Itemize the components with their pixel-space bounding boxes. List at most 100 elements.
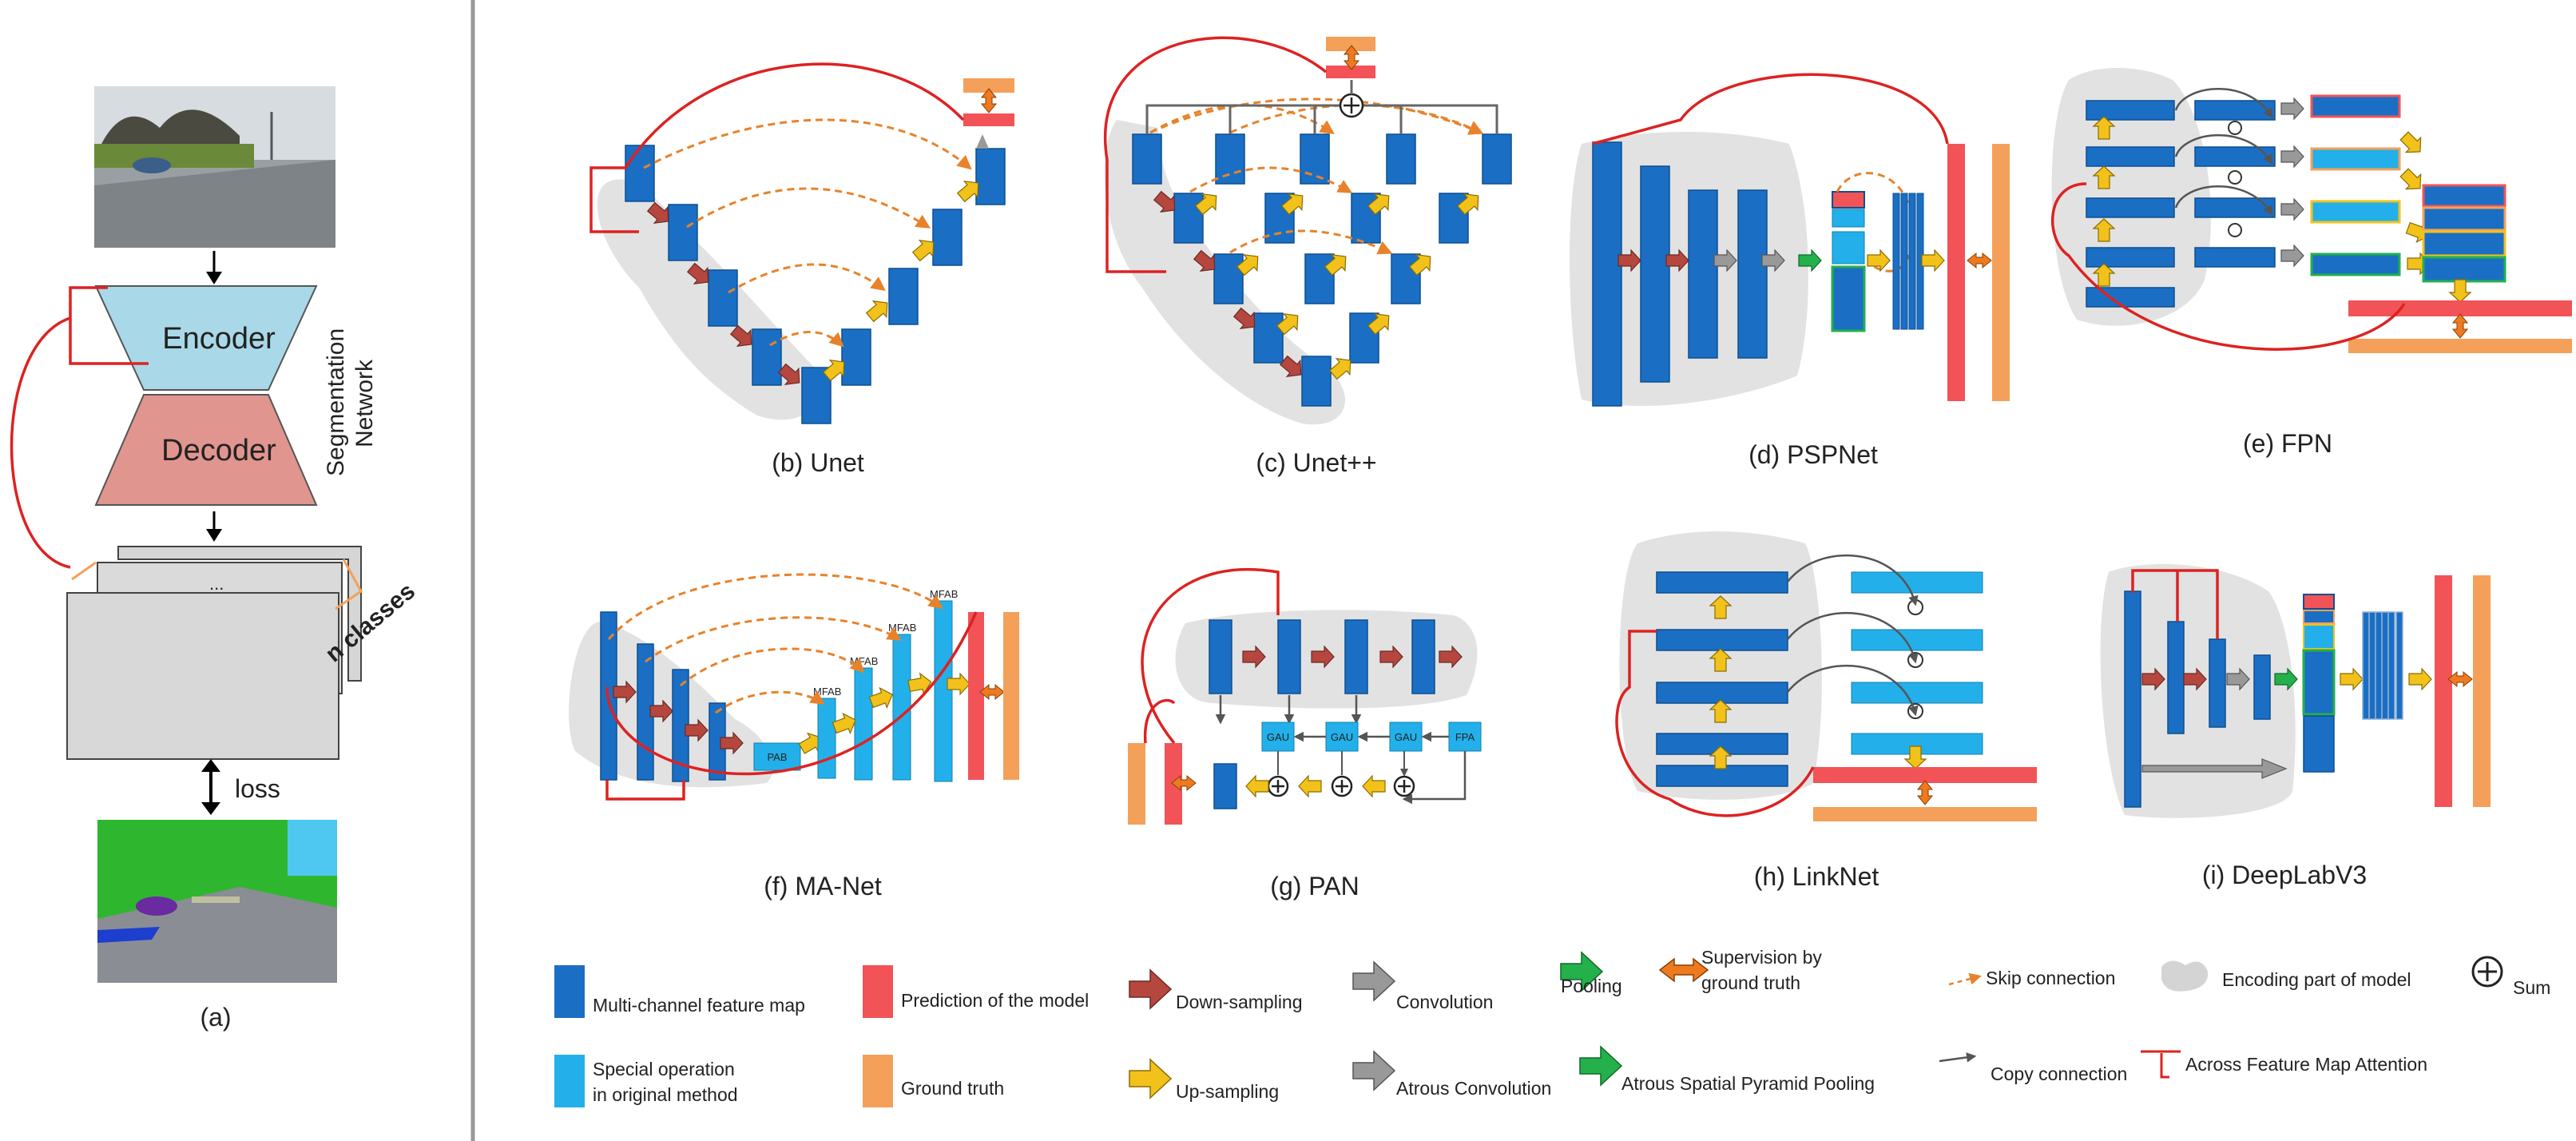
attention-connection (605, 611, 978, 776)
legend-copy: Copy connection (1991, 1063, 2127, 1084)
skip-connection (607, 573, 943, 640)
legend-up-sampling: Up-sampling (1176, 1081, 1279, 1102)
convolution-arrow (1713, 248, 1737, 272)
down-sampling-arrow (720, 731, 744, 755)
legend-encoding: Encoding part of model (2222, 969, 2411, 990)
down-sampling-arrow (2141, 667, 2165, 691)
feature-map (1277, 619, 1301, 694)
attention-connection (2131, 569, 2219, 639)
up-sampling-arrow-shape (1236, 253, 1259, 276)
module-label: MFAB (813, 686, 841, 698)
up-sampling-arrow-shape (907, 672, 932, 696)
feature-map (2086, 247, 2175, 268)
supervision-arrow-shape (2451, 313, 2469, 339)
down-sampling-arrow (649, 699, 673, 723)
sum-icon (2228, 223, 2242, 237)
feature-map (1688, 189, 1718, 359)
up-sampling-arrow (1280, 193, 1304, 216)
supervision-arrow (980, 88, 998, 113)
feature-map (1656, 682, 1788, 704)
aspp-branch (2303, 594, 2335, 610)
feature-map (2194, 146, 2276, 167)
down-sampling-arrow (1617, 248, 1641, 272)
skip-connection (643, 118, 972, 170)
pyramid-feature (2310, 147, 2401, 171)
class-map-back (117, 546, 362, 682)
up-sampling-arrow (2092, 218, 2116, 242)
feature-map (2124, 590, 2141, 808)
conv-up (976, 134, 989, 149)
pyramid-feature (2310, 94, 2401, 118)
up-sampling-arrow (1709, 595, 1733, 619)
skip-connection (715, 690, 825, 714)
special-operation (1832, 209, 1865, 228)
up-sampling-arrow (956, 180, 979, 203)
up-sampling-arrow-shape (2092, 218, 2116, 242)
feature-map (752, 328, 782, 386)
up-sampling-arrow-shape (2092, 263, 2116, 287)
special-operation (1851, 571, 1983, 594)
sum-icon (2228, 170, 2242, 185)
copy-connection (2174, 185, 2273, 217)
aspp-branch (2303, 610, 2335, 624)
feature-map (1737, 189, 1768, 359)
down-sampling-arrow (1242, 645, 1266, 669)
up-sampling-arrow-shape (2448, 279, 2472, 303)
convolution-arrow-shape (2280, 145, 2304, 169)
merged-feature (2422, 206, 2507, 232)
legend-aspp-arrow-icon (1579, 1045, 1623, 1087)
legend-down-arrow-icon (1129, 968, 1173, 1010)
ground-truth (1813, 807, 2037, 821)
feature-map (1132, 133, 1162, 185)
up-sampling-arrow-shape (822, 359, 845, 382)
down-sampling-arrow-shape (685, 718, 708, 742)
encoding-region (2100, 564, 2296, 818)
supervision-arrow-shape (2447, 670, 2473, 688)
pooling-arrow (2274, 667, 2298, 691)
up-sampling-arrow (1367, 312, 1390, 336)
special-operation (854, 667, 873, 781)
legend-atrous-conv: Atrous Convolution (1396, 1078, 1551, 1099)
up-sampling-arrow (1709, 648, 1733, 672)
feature-map (2167, 621, 2185, 734)
up-sampling-arrow (1276, 312, 1299, 336)
legend-supervision-2: ground truth (1701, 972, 1800, 993)
legend-down-sampling: Down-sampling (1176, 992, 1303, 1012)
up-sampling-arrow-shape (1328, 357, 1352, 380)
legend-prediction-swatch (863, 965, 893, 1018)
convolution-arrow-shape (2226, 667, 2250, 691)
feature-map (932, 209, 963, 266)
up-sampling-arrow-shape (1867, 248, 1891, 272)
legend-pooling-arrow-icon (1560, 951, 1604, 992)
copy-connection (1787, 664, 1919, 717)
up-sampling-arrow (2399, 168, 2422, 190)
feature-map (1592, 141, 1622, 407)
concat-slice (1900, 193, 1908, 330)
caption-linknet: (h) LinkNet (1754, 862, 1879, 891)
legend-conv-arrow-icon (1352, 960, 1396, 1002)
up-sampling-arrow (1903, 745, 1927, 769)
supervision-arrow (2447, 670, 2473, 688)
feature-map (2194, 100, 2276, 121)
feature-map (1213, 763, 1237, 809)
convolution-arrow-shape (1713, 248, 1737, 272)
up-sampling-arrow-shape (1903, 745, 1927, 769)
feature-map (1640, 165, 1670, 383)
special-operation (753, 742, 801, 771)
feature-map (2209, 638, 2226, 728)
prediction (1813, 767, 2037, 783)
sum-bus (1145, 104, 1498, 134)
up-sampling-arrow (2092, 165, 2116, 189)
feature-map (1213, 253, 1244, 304)
legend-up-arrow-icon (1129, 1058, 1173, 1099)
down-sampling-arrow-shape (649, 699, 673, 723)
supervision-arrow-shape (1967, 252, 1992, 269)
up-sampling-arrow-shape (1194, 193, 1217, 216)
aspp-concat-slice (2387, 611, 2395, 720)
down-sampling-arrow-shape (646, 201, 669, 225)
up-sampling-arrow (1194, 193, 1217, 216)
copy-connection (2174, 134, 2273, 165)
up-sampling-arrow (868, 686, 893, 710)
legend-attention: Across Feature Map Attention (2185, 1054, 2427, 1075)
up-sampling-arrow (1245, 774, 1269, 798)
